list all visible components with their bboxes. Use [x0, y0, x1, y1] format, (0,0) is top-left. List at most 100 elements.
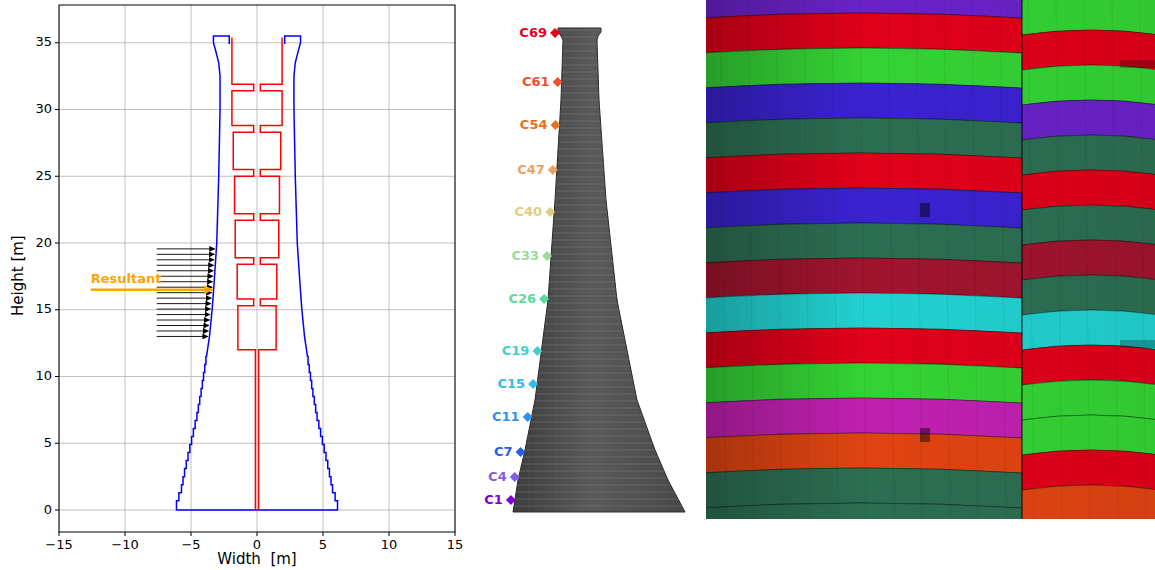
- tick-mark: [55, 309, 59, 310]
- axis-title: Width [m]: [217, 551, 296, 568]
- mesh-line: [682, 28, 683, 512]
- load-arrow: [157, 281, 213, 282]
- axis-tick-label: −5: [181, 538, 200, 553]
- mesh-line: [529, 28, 530, 512]
- mesh-line: [505, 492, 690, 493]
- mesh-line: [505, 443, 690, 444]
- axis-tick-label: 25: [35, 169, 52, 184]
- control-point-label: C15: [497, 377, 525, 392]
- load-arrow: [157, 314, 210, 315]
- mesh-line: [505, 373, 690, 374]
- tick-mark: [191, 532, 192, 536]
- mesh-line: [505, 499, 690, 500]
- control-point-label: C61: [522, 75, 550, 90]
- control-point-label: C26: [508, 292, 536, 307]
- block-render: [706, 0, 1155, 519]
- tick-mark: [55, 510, 59, 511]
- control-point-marker: [548, 165, 558, 175]
- load-arrow: [157, 270, 214, 271]
- chamber-outline: [259, 37, 283, 510]
- control-point-label: C4: [488, 470, 507, 485]
- load-arrow: [157, 320, 210, 321]
- render-shade: [706, 0, 1155, 519]
- mesh-line: [619, 28, 620, 512]
- tick-mark: [55, 109, 59, 110]
- load-arrow: [157, 298, 212, 299]
- mesh-line: [505, 485, 690, 486]
- tower-render: [513, 28, 685, 512]
- load-arrow: [157, 309, 211, 310]
- mesh-line: [628, 28, 629, 512]
- mesh-line: [505, 478, 690, 479]
- control-point-marker: [553, 77, 563, 87]
- force-label: Resultant: [91, 272, 162, 287]
- axis-tick-label: 5: [319, 538, 327, 553]
- mesh-line: [505, 198, 690, 199]
- load-arrow: [157, 336, 208, 337]
- mesh-line: [556, 28, 557, 512]
- load-arrow: [157, 292, 212, 293]
- load-arrow: [157, 325, 209, 326]
- control-point-label: C40: [515, 205, 543, 220]
- load-arrow: [157, 254, 215, 255]
- mesh-line: [505, 324, 690, 325]
- mesh-line: [505, 436, 690, 437]
- tick-mark: [257, 532, 258, 536]
- grid-lines: [59, 5, 455, 532]
- mesh-line: [505, 429, 690, 430]
- mesh-line: [505, 310, 690, 311]
- mesh-line: [505, 247, 690, 248]
- control-point-label: C7: [494, 445, 513, 460]
- mesh-line: [505, 366, 690, 367]
- control-point-label: C11: [492, 410, 520, 425]
- mesh-line: [505, 331, 690, 332]
- grid-line: [191, 5, 192, 532]
- axis-tick-label: 20: [35, 236, 52, 251]
- mesh-line: [505, 506, 690, 507]
- grid-line: [389, 5, 390, 532]
- mesh-line: [538, 28, 539, 512]
- tick-mark: [389, 532, 390, 536]
- control-point-marker: [539, 294, 549, 304]
- control-point-label: C19: [502, 344, 530, 359]
- mesh-line: [505, 401, 690, 402]
- mesh-line: [505, 450, 690, 451]
- mesh-line: [505, 457, 690, 458]
- mesh-line: [520, 28, 521, 512]
- axis-tick-label: 10: [35, 369, 52, 384]
- control-point-marker: [516, 447, 526, 457]
- mesh-line: [664, 28, 665, 512]
- control-point-marker: [528, 379, 538, 389]
- control-point-marker: [542, 251, 552, 261]
- tick-mark: [455, 532, 456, 536]
- mesh-line: [505, 226, 690, 227]
- mesh-line: [565, 28, 566, 512]
- axis-tick-label: 10: [381, 538, 398, 553]
- load-arrow: [157, 248, 215, 249]
- grid-line: [257, 5, 258, 532]
- mesh-line: [646, 28, 647, 512]
- tick-mark: [125, 532, 126, 536]
- mesh-line: [505, 51, 690, 52]
- mesh-line: [505, 338, 690, 339]
- mesh-line: [505, 107, 690, 108]
- chimney-outline: [176, 36, 337, 510]
- mesh-line: [637, 28, 638, 512]
- tick-mark: [55, 176, 59, 177]
- mesh-line: [655, 28, 656, 512]
- axis-tick-label: 15: [35, 302, 52, 317]
- mesh-line: [673, 28, 674, 512]
- control-point-marker: [550, 28, 560, 38]
- axis-title: Height [m]: [9, 236, 26, 317]
- mesh-line: [505, 352, 690, 353]
- mesh-line: [505, 268, 690, 269]
- mesh-line: [505, 289, 690, 290]
- mesh-line: [505, 177, 690, 178]
- axis-tick-label: 15: [447, 538, 464, 553]
- mesh-line: [505, 282, 690, 283]
- control-point-marker: [510, 472, 520, 482]
- control-point-label: C33: [511, 249, 539, 264]
- mesh-line: [505, 219, 690, 220]
- control-point-marker: [545, 207, 555, 217]
- axis-tick-label: 0: [44, 503, 52, 518]
